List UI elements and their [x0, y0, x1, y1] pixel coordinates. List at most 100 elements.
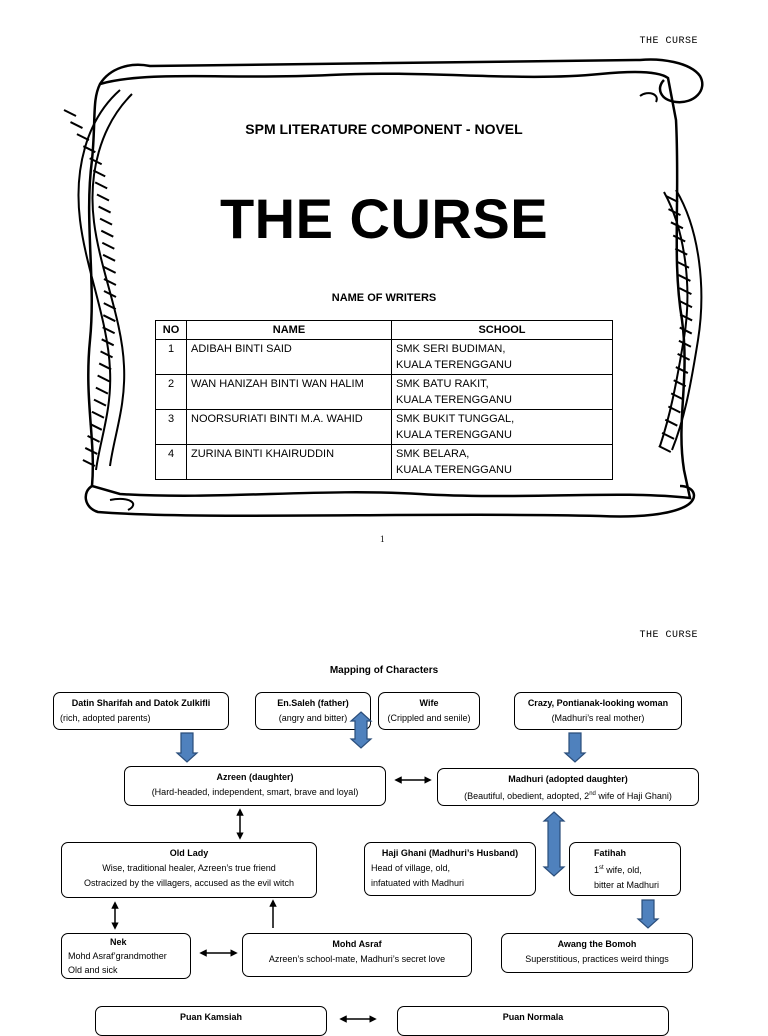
- rope-twist: [103, 266, 117, 274]
- rope-twist: [676, 260, 690, 269]
- rope-twist: [101, 241, 115, 250]
- character-desc: (Beautiful, obedient, adopted, 2nd wife …: [464, 791, 672, 801]
- character-box-datin-datok: Datin Sharifah and Datok Zulkifli (rich,…: [53, 692, 229, 730]
- rope-twist: [98, 205, 112, 214]
- rope-twist: [667, 405, 681, 414]
- rope-twist: [98, 362, 112, 371]
- rope-twist: [97, 374, 111, 383]
- rope-twist: [668, 208, 681, 217]
- row-school: SMK BELARA,KUALA TERENGGANU: [391, 444, 613, 480]
- row-no: 2: [155, 374, 187, 410]
- page-number: 1: [380, 534, 385, 544]
- rope-twist: [103, 302, 117, 310]
- rope-twist: [664, 418, 678, 427]
- character-box-wife: Wife (Crippled and senile): [378, 692, 480, 730]
- writers-table: NO NAME SCHOOL 1 ADIBAH BINTI SAID SMK S…: [155, 320, 613, 480]
- rope-twist: [670, 221, 684, 230]
- writers-heading: NAME OF WRITERS: [331, 292, 437, 304]
- table-row: 3 NOORSURIATI BINTI M.A. WAHID SMK BUKIT…: [155, 409, 613, 445]
- rope-twist: [84, 447, 98, 455]
- character-desc: infatuated with Madhuri: [371, 878, 465, 888]
- table-row: 4 ZURINA BINTI KHAIRUDDIN SMK BELARA,KUA…: [155, 444, 613, 480]
- character-box-azreen: Azreen (daughter) (Hard-headed, independ…: [124, 766, 386, 806]
- row-name: WAN HANIZAH BINTI WAN HALIM: [186, 374, 392, 410]
- rope-twist: [672, 234, 686, 243]
- rope-twist: [665, 195, 679, 203]
- rope-twist: [677, 353, 691, 361]
- character-desc: Azreen’s school-mate, Madhuri’s secret l…: [268, 954, 446, 964]
- rope-twist: [93, 398, 107, 407]
- rope-twist: [63, 109, 77, 117]
- row-school: SMK BATU RAKIT,KUALA TERENGGANU: [391, 374, 613, 410]
- rope-twist: [103, 290, 117, 298]
- rope-twist: [678, 339, 692, 348]
- character-name: En.Saleh (father): [277, 698, 349, 708]
- rope-twist: [675, 366, 689, 374]
- map-title: Mapping of Characters: [329, 665, 439, 676]
- character-name: Nek: [110, 937, 127, 947]
- rope-twist: [674, 247, 688, 256]
- rope-twist: [76, 133, 90, 142]
- character-box-crazy-woman: Crazy, Pontianak-looking woman (Madhuri’…: [514, 692, 682, 730]
- character-box-mohd-asraf: Mohd Asraf Azreen’s school-mate, Madhuri…: [242, 933, 472, 977]
- rope-twist: [661, 431, 675, 440]
- character-desc: Ostracized by the villagers, accused as …: [83, 878, 295, 888]
- rope-twist: [91, 410, 105, 419]
- rope-twist: [102, 326, 116, 335]
- rope-twist: [87, 434, 101, 443]
- rope-twist: [94, 181, 108, 190]
- rope-twist: [96, 193, 110, 202]
- character-box-old-lady: Old Lady Wise, traditional healer, Azree…: [61, 842, 317, 898]
- rope-twist: [679, 300, 693, 309]
- character-desc: Head of village, old,: [371, 863, 451, 873]
- character-name: Haji Ghani (Madhuri’s Husband): [381, 848, 519, 858]
- character-desc: (angry and bitter): [278, 713, 348, 723]
- rope-twist: [658, 445, 672, 453]
- right-rope: [659, 189, 703, 451]
- rope-twist: [100, 350, 114, 359]
- character-box-haji-ghani: Haji Ghani (Madhuri’s Husband) Head of v…: [364, 842, 536, 896]
- row-no: 3: [155, 409, 187, 445]
- table-row: 2 WAN HANIZAH BINTI WAN HALIM SMK BATU R…: [155, 374, 613, 410]
- character-name: Puan Kamsiah: [179, 1012, 243, 1022]
- character-box-madhuri: Madhuri (adopted daughter) (Beautiful, o…: [437, 768, 699, 806]
- rope-twist: [89, 422, 103, 431]
- rope-twist: [677, 274, 691, 282]
- scroll-bottom-roll: [84, 484, 696, 518]
- rope-twist: [82, 145, 96, 154]
- row-name: NOORSURIATI BINTI M.A. WAHID: [186, 409, 392, 445]
- row-name: ADIBAH BINTI SAID: [186, 339, 392, 375]
- rope-twist: [95, 386, 109, 395]
- arrow-parents-azreen: [175, 732, 199, 763]
- rope-twist: [101, 338, 115, 347]
- character-desc: bitter at Madhuri: [594, 880, 660, 890]
- scroll-top-roll: [98, 58, 704, 104]
- subtitle: SPM LITERATURE COMPONENT - NOVEL: [245, 121, 523, 137]
- header-mark: THE CURSE: [639, 36, 698, 47]
- header-mark: THE CURSE: [639, 630, 698, 641]
- character-desc: 1st wife, old,: [594, 865, 642, 875]
- row-no: 4: [155, 444, 187, 480]
- arrow-madhuri-hajighani: [542, 811, 566, 877]
- rope-twist: [102, 253, 116, 262]
- table-row: 1 ADIBAH BINTI SAID SMK SERI BUDIMAN,KUA…: [155, 339, 613, 375]
- character-name: Datin Sharifah and Datok Zulkifli: [71, 698, 211, 708]
- character-box-nek: Nek Mohd Asraf’grandmother Old and sick: [61, 933, 191, 979]
- character-name: Awang the Bomoh: [557, 939, 637, 949]
- character-box-fatihah: Fatihah 1st wife, old, bitter at Madhuri: [569, 842, 681, 896]
- character-desc: Wise, traditional healer, Azreen’s true …: [102, 863, 276, 873]
- character-box-en-saleh: En.Saleh (father) (angry and bitter): [255, 692, 371, 730]
- main-title: THE CURSE: [219, 187, 549, 250]
- rope-twist: [99, 217, 113, 226]
- character-desc: (Crippled and senile): [387, 713, 471, 723]
- character-name: Mohd Asraf: [332, 939, 382, 949]
- character-box-puan-kamsiah: Puan Kamsiah: [95, 1006, 327, 1036]
- rope-twist: [70, 121, 83, 129]
- rope-twist: [679, 313, 693, 322]
- col-name-header: NAME: [186, 320, 392, 340]
- col-no-header: NO: [155, 320, 187, 340]
- rope-twist: [670, 392, 684, 401]
- rope-twist: [82, 459, 96, 467]
- rope-twist: [89, 157, 103, 166]
- row-name: ZURINA BINTI KHAIRUDDIN: [186, 444, 392, 480]
